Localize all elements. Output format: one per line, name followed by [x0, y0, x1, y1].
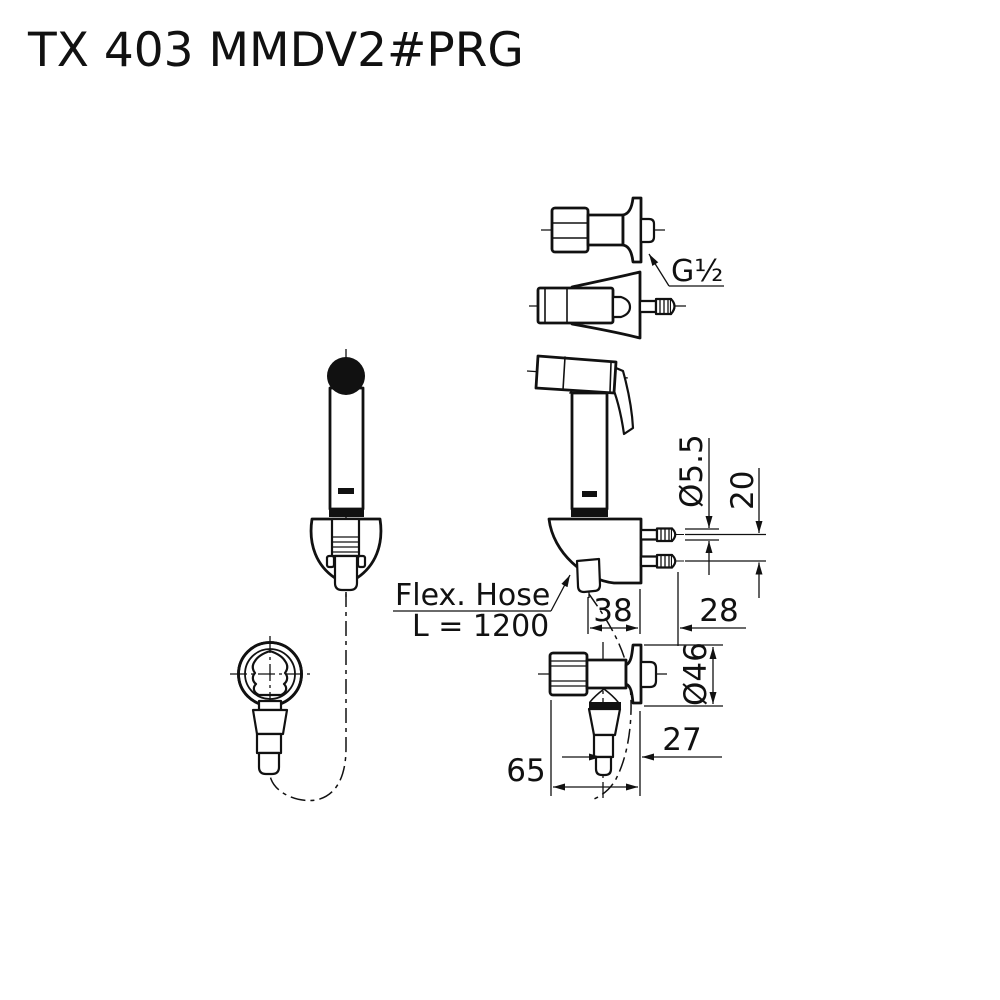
dimension-65: 65 — [506, 700, 638, 796]
dimension-28: 28 — [677, 572, 746, 646]
holder-side-view — [547, 517, 684, 594]
hose-outlet-stub — [575, 557, 602, 594]
bracket-screw — [638, 297, 676, 316]
dim-screw-spacing-label: 20 — [725, 471, 761, 510]
dim-38-label: 38 — [593, 593, 632, 629]
mounting-screw-bottom — [639, 553, 684, 569]
thread-size-callout: G½ — [648, 253, 724, 289]
dimension-flange-diameter: Ø46 — [644, 642, 723, 707]
wall-union-side-view — [541, 196, 665, 264]
dimension-screw-diameter: Ø5.5 — [674, 434, 766, 575]
angle-valve-side-view — [538, 642, 668, 798]
grip-ring — [571, 509, 608, 517]
dim-28-label: 28 — [699, 593, 738, 629]
valve-outlet-tip — [594, 755, 613, 777]
dim-flange-diameter-label: Ø46 — [678, 642, 714, 706]
flex-hose-length-label: L = 1200 — [412, 609, 549, 644]
thread-size-label: G½ — [671, 254, 723, 289]
flex-hose-label: Flex. Hose — [395, 578, 550, 613]
dim-screw-diameter-label: Ø5.5 — [674, 434, 710, 508]
page-title: TX 403 MMDV2#PRG — [27, 23, 524, 78]
angle-valve-top-view — [230, 636, 312, 776]
dimension-27: 27 — [562, 711, 722, 796]
sprayer-head-cap — [327, 357, 365, 395]
sprayer-front-view — [309, 349, 383, 600]
dim-27-label: 27 — [662, 722, 701, 758]
dimension-screw-spacing: 20 — [725, 468, 763, 598]
valve-handle — [548, 651, 589, 697]
wall-bracket-side-view — [529, 270, 686, 340]
flex-hose-callout: Flex. Hose L = 1200 — [393, 574, 571, 644]
flex-hose-path-left — [268, 592, 347, 802]
dim-65-label: 65 — [506, 753, 545, 789]
mounting-screw-top — [639, 527, 684, 543]
body-mark — [582, 491, 597, 497]
sprayer-side-view — [526, 354, 635, 598]
valve-flange — [624, 643, 643, 705]
dimension-38: 38 — [587, 589, 641, 634]
sprayer-head — [534, 354, 618, 395]
